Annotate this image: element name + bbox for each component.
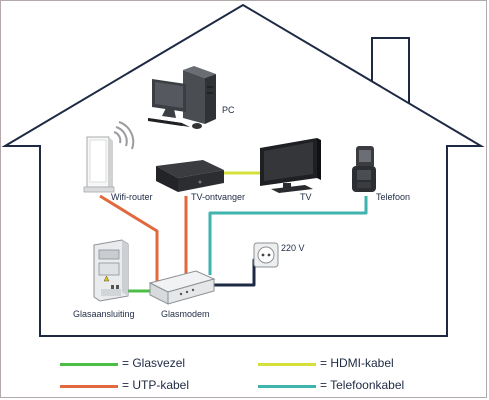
- legend-line-utp: [60, 385, 118, 388]
- fiber-connection-label: Glasaansluiting: [73, 309, 135, 319]
- pc-icon: [148, 66, 216, 129]
- utp-cable-router: [99, 194, 159, 284]
- fiber-connection-box-icon: [93, 239, 129, 302]
- legend-label-hdmi: = HDMI-kabel: [320, 356, 394, 370]
- power-socket-label: 220 V: [281, 243, 305, 253]
- tv-icon: [260, 138, 321, 193]
- fiber-modem-icon: [148, 270, 216, 305]
- legend-line-fiber: [60, 363, 118, 366]
- legend-label-utp: = UTP-kabel: [122, 378, 190, 392]
- legend-line-phone: [258, 385, 316, 388]
- house-outline: [1, 3, 485, 337]
- legend-line-hdmi: [258, 363, 316, 366]
- pc-label: PC: [222, 105, 235, 115]
- power-socket-icon: [253, 242, 279, 268]
- telephone-icon: [352, 146, 376, 192]
- tv-label: TV: [300, 192, 312, 202]
- legend-label-fiber: = Glasvezel: [122, 356, 186, 370]
- telephone-label: Telefoon: [376, 192, 411, 202]
- phone-cable: [208, 196, 368, 275]
- fiber-modem-label: Glasmodem: [161, 309, 210, 319]
- wifi-router-label: Wifi-router: [111, 192, 153, 202]
- tv-receiver-icon: [156, 160, 224, 192]
- tv-receiver-label: TV-ontvanger: [191, 192, 246, 202]
- legend-label-phone: = Telefoonkabel: [320, 378, 405, 392]
- wifi-router-icon: [83, 121, 135, 193]
- chimney: [371, 37, 410, 103]
